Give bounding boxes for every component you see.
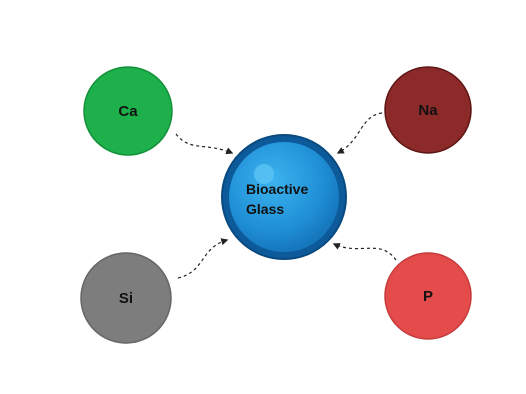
node-ca-label: Ca xyxy=(118,103,138,120)
arrow-na-to-glass xyxy=(336,112,383,154)
arrow-si-to-glass xyxy=(177,238,229,279)
arrow-ca-to-glass xyxy=(175,133,234,155)
glass-highlight-icon xyxy=(254,164,274,184)
node-ca: Ca xyxy=(83,66,173,156)
node-si-circle xyxy=(80,252,172,344)
node-na: Na xyxy=(384,66,472,154)
node-p-circle xyxy=(384,252,472,340)
glass-label-line2: Glass xyxy=(246,201,284,217)
node-na-label: Na xyxy=(418,102,438,119)
glass-core xyxy=(229,142,339,252)
glass-label-line1: Bioactive xyxy=(246,181,308,197)
node-si-label: Si xyxy=(119,290,133,307)
node-bioactive-glass: Bioactive Glass xyxy=(221,134,347,260)
arrow-p-to-glass xyxy=(332,243,397,261)
node-p-label: P xyxy=(423,288,433,305)
node-na-circle xyxy=(384,66,472,154)
node-p: P xyxy=(384,252,472,340)
node-si: Si xyxy=(80,252,172,344)
node-ca-circle xyxy=(83,66,173,156)
